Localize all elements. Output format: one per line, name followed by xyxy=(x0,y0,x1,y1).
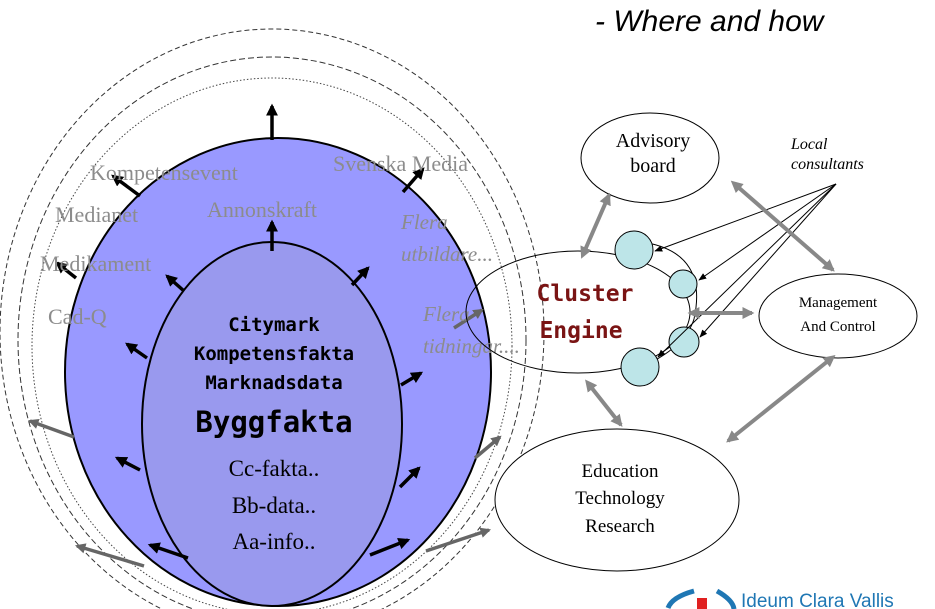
outer-arrows xyxy=(28,308,502,568)
ideum-logo: Ideum Clara Vallis xyxy=(665,588,894,609)
arrow-medikament xyxy=(55,261,78,280)
arrow-bottom-right xyxy=(369,537,411,557)
arrow-inner-right-top xyxy=(350,266,370,287)
core-labels: Citymark Kompetensfakta Marknadsdata Byg… xyxy=(194,314,354,554)
arrow-inner-right-mid xyxy=(400,371,424,387)
outer-arrow-bottom-left xyxy=(74,543,145,568)
node-circle-4 xyxy=(620,347,660,387)
label-flera-tidningar-2: tidningar.... xyxy=(423,334,520,358)
label-medianet: Medianet xyxy=(55,202,138,227)
education-line2: Technology xyxy=(575,488,665,509)
outer-ring-dashed xyxy=(0,28,545,609)
link-management-education xyxy=(726,355,836,443)
label-cad-q: Cad-Q xyxy=(48,304,107,329)
logo-mark-icon xyxy=(665,588,695,609)
consultant-nodes xyxy=(614,230,700,387)
local-consultants-line1: Local xyxy=(790,136,828,153)
node-circle-1 xyxy=(614,230,654,270)
education-line1: Education xyxy=(581,461,659,482)
label-marknadsdata: Marknadsdata xyxy=(205,372,342,394)
link-cluster-advisory xyxy=(580,192,611,259)
logo-red-square xyxy=(697,598,707,609)
consultant-arrow-2 xyxy=(698,183,837,281)
label-cc-fakta: Cc-fakta.. xyxy=(229,456,320,481)
arrow-inner-right-low xyxy=(398,466,421,489)
partner-labels: Kompetensevent Svenska Media Medianet An… xyxy=(40,151,520,358)
label-citymark: Citymark xyxy=(228,314,320,336)
arrow-svenska-media xyxy=(401,167,425,194)
node-circle-2 xyxy=(668,269,698,299)
arrow-inner-left-low xyxy=(114,456,141,472)
logo-mark-icon-2 xyxy=(715,588,737,609)
arrow-bottom-left xyxy=(147,542,189,560)
outer-ring-dotted xyxy=(31,77,513,609)
logo-text: Ideum Clara Vallis xyxy=(741,591,894,609)
arrow-kompetensevent xyxy=(111,174,142,198)
link-cluster-education xyxy=(585,379,623,427)
link-advisory-management xyxy=(730,180,835,272)
advisory-board-ellipse xyxy=(580,112,720,204)
label-svenska-media: Svenska Media xyxy=(333,151,468,176)
label-bb-data: Bb-data.. xyxy=(232,493,316,518)
label-kompetensfakta: Kompetensfakta xyxy=(194,343,354,365)
advisory-line1: Advisory xyxy=(616,130,690,152)
label-aa-info: Aa-info.. xyxy=(232,529,315,554)
advisory-line2: board xyxy=(630,155,676,177)
arrow-inner-left-top xyxy=(165,274,186,293)
education-ellipse xyxy=(494,428,740,572)
cluster-engine-line2: Engine xyxy=(539,318,622,344)
label-flera-tidningar-1: Flera xyxy=(422,302,470,326)
local-consultants-line2: consultants xyxy=(791,156,864,173)
label-flera-utbildare-2: utbildare... xyxy=(401,242,493,266)
label-medikament: Medikament xyxy=(40,251,151,276)
outer-ring-dashed-2 xyxy=(17,56,527,609)
management-line2: And Control xyxy=(800,319,875,335)
outer-arrow-upper-right xyxy=(453,308,484,330)
outer-arrow-right xyxy=(473,435,502,460)
arrow-inner-left-mid xyxy=(125,342,149,360)
relation-arrows xyxy=(580,180,836,443)
growth-arrows xyxy=(55,103,425,560)
management-line1: Management xyxy=(799,295,878,311)
slide-title: - Where and how xyxy=(595,5,826,38)
outer-arrow-left xyxy=(28,418,75,439)
management-ellipse xyxy=(758,273,918,359)
label-byggfakta: Byggfakta xyxy=(195,405,352,439)
education-line3: Research xyxy=(585,516,655,537)
label-flera-utbildare-1: Flera xyxy=(400,210,448,234)
node-circle-3 xyxy=(668,326,700,358)
cluster-engine-line1: Cluster xyxy=(537,281,634,307)
label-kompetensevent: Kompetensevent xyxy=(90,160,238,185)
label-annonskraft: Annonskraft xyxy=(207,197,317,222)
outer-arrow-bottom-right xyxy=(425,527,491,553)
